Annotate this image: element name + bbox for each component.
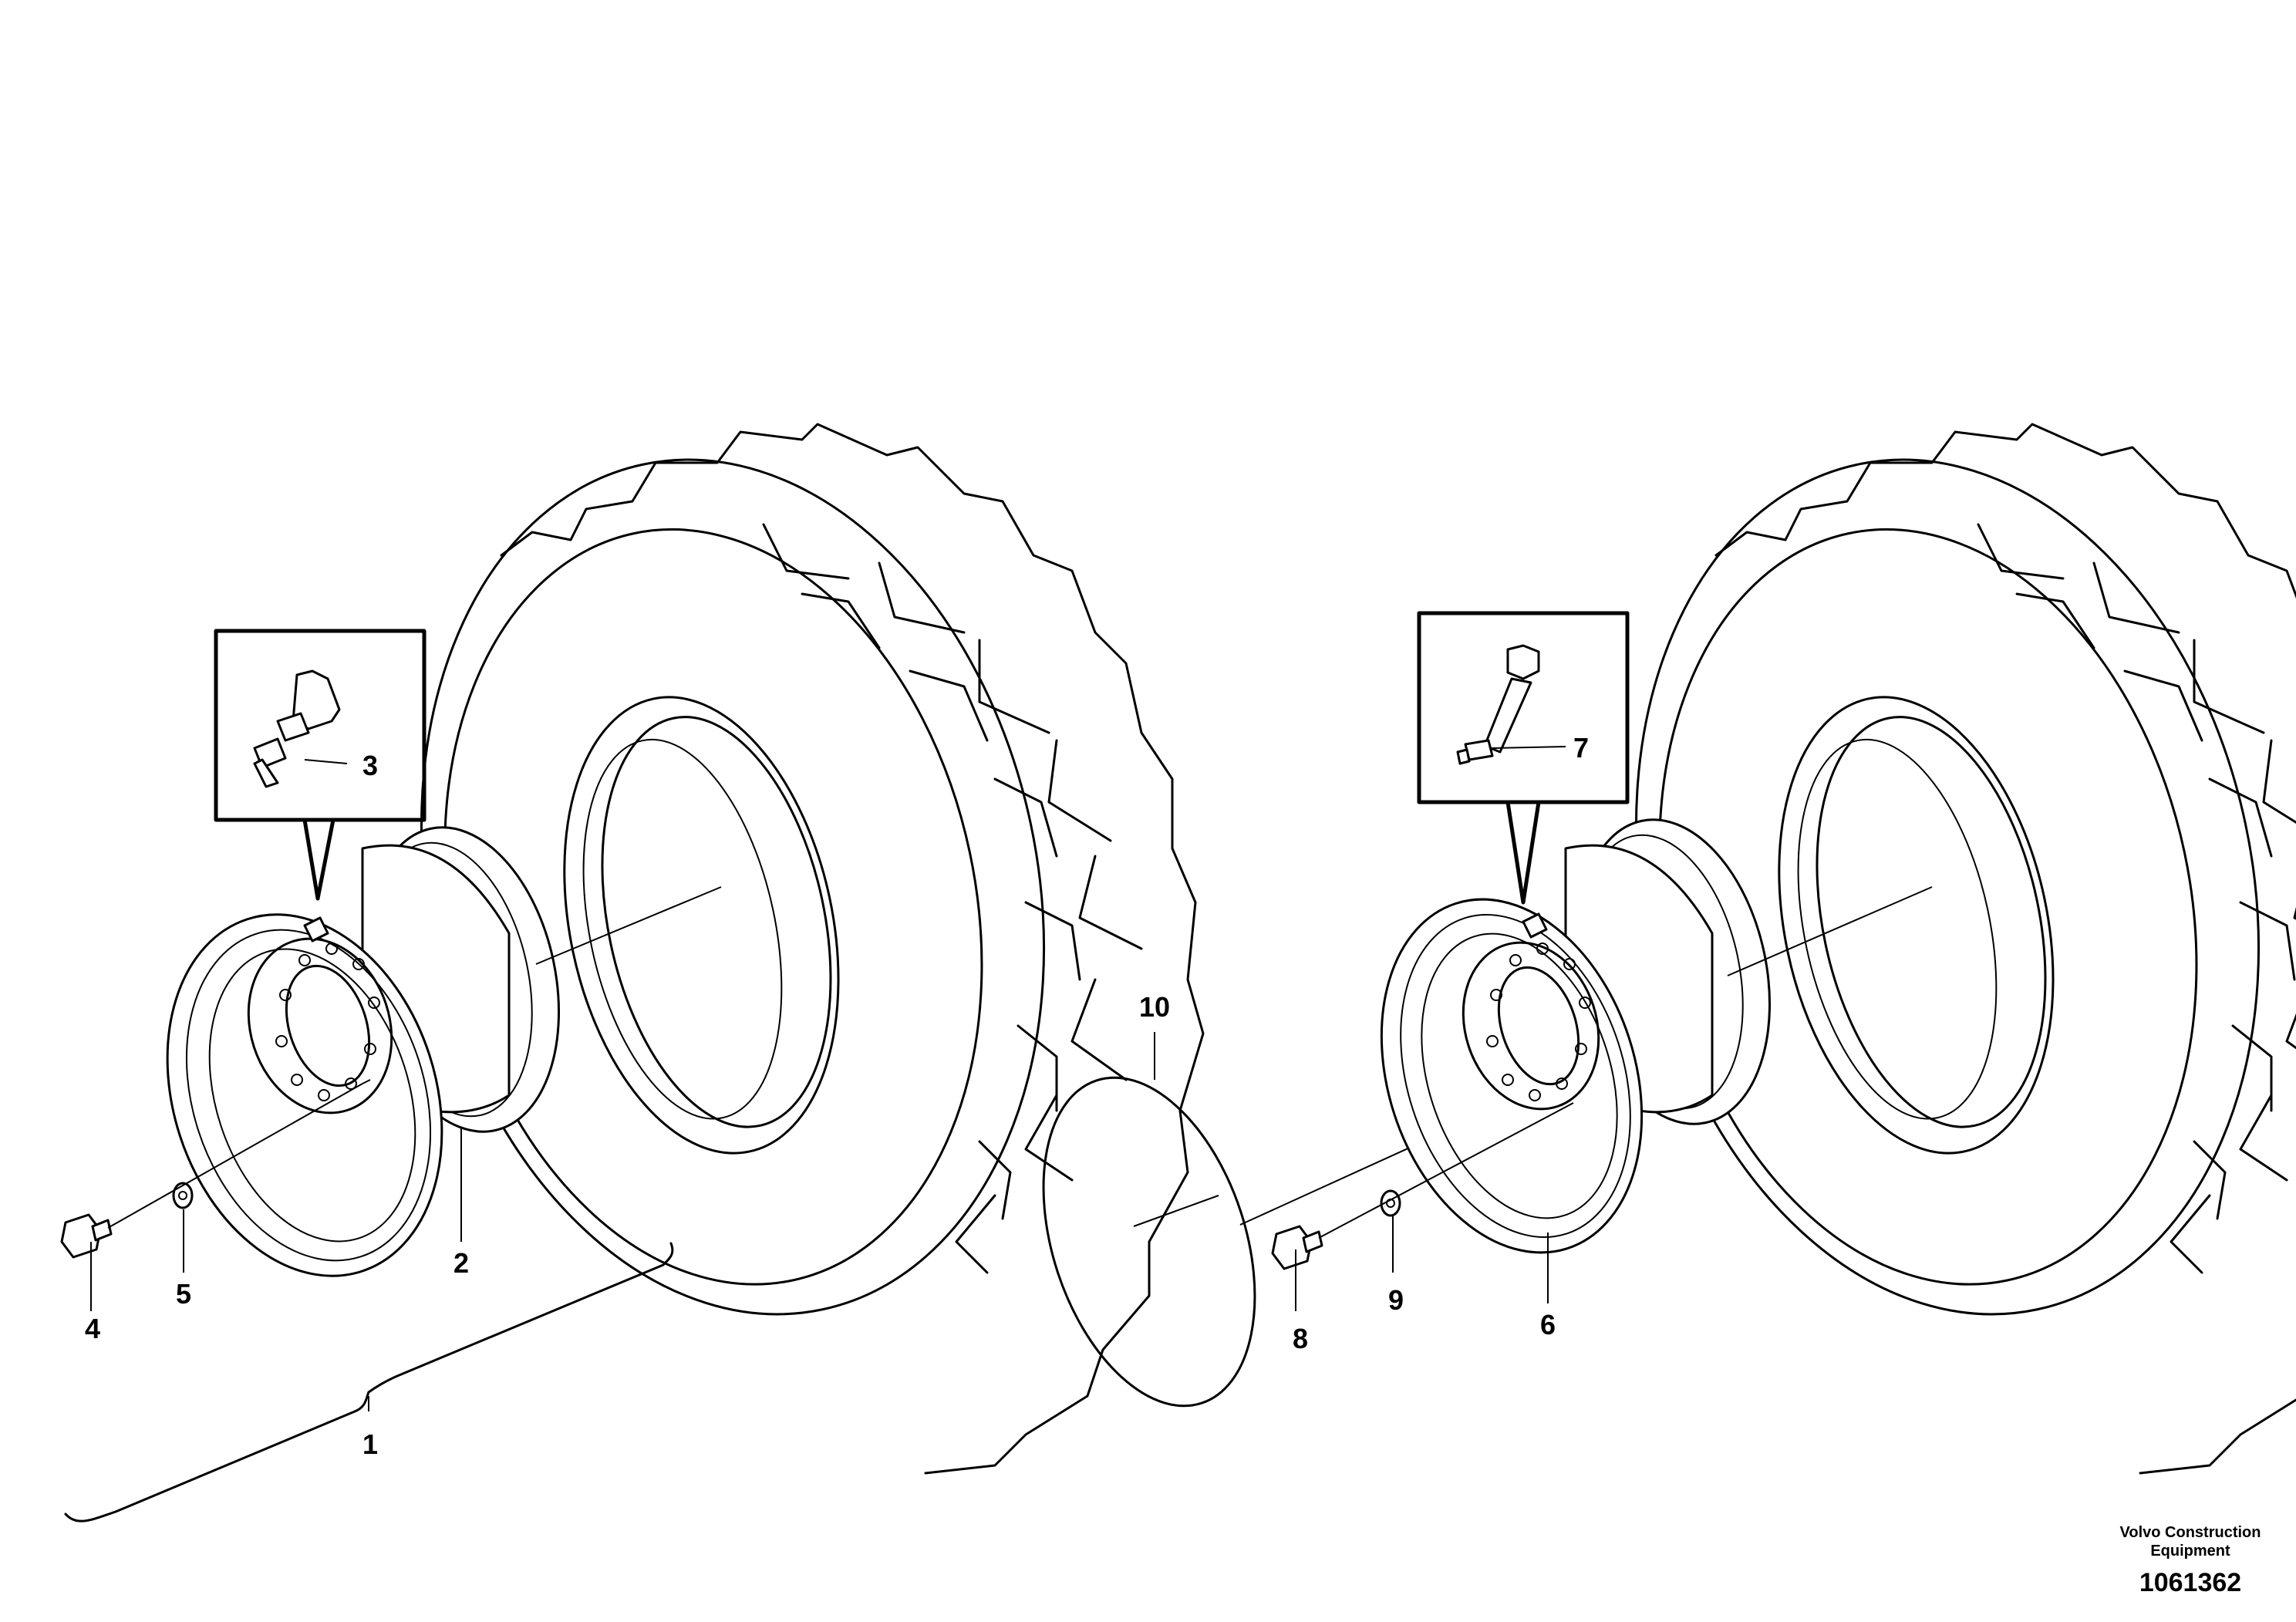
left-valve-callout-box: [214, 629, 426, 901]
left-washer-drawing: [172, 1182, 194, 1209]
right-rim-bolt-holes: [1486, 943, 1591, 1101]
assembly-bracket-line: [64, 1242, 674, 1523]
callout-1: 1: [362, 1428, 378, 1460]
right-wheel-assembly: [1271, 423, 2296, 1475]
drawing-number: 1061362: [2139, 1568, 2241, 1597]
callout-5: 5: [176, 1278, 191, 1310]
left-rim-bolt-holes: [275, 943, 380, 1101]
callout-6: 6: [1540, 1309, 1556, 1340]
callout-4: 4: [85, 1313, 100, 1344]
left-wheel-assembly: [60, 423, 1205, 1523]
right-rim-drawing: [1380, 818, 1772, 1254]
callout-10: 10: [1139, 991, 1170, 1023]
left-tire-drawing: [420, 423, 1205, 1475]
callout-9: 9: [1388, 1284, 1404, 1316]
company-name-line1: Volvo Construction: [2120, 1524, 2261, 1541]
left-wheel-bolt-drawing: [60, 1213, 113, 1259]
callout-labels: 1 2 3 4 5 6 7 8 9 10: [85, 732, 1589, 1460]
callout-7: 7: [1573, 732, 1589, 764]
tire-valve-drawing: [253, 669, 341, 788]
left-rim-drawing: [166, 826, 561, 1277]
drawing-footer: Volvo Construction Equipment 1061362: [2120, 1524, 2261, 1597]
callout-2: 2: [453, 1247, 469, 1279]
right-tire-drawing: [1634, 423, 2296, 1475]
right-valve-callout-box: [1417, 611, 1630, 905]
company-name-line2: Equipment: [2150, 1543, 2230, 1560]
callout-8: 8: [1293, 1323, 1308, 1354]
right-wheel-bolt-drawing: [1271, 1225, 1323, 1270]
callout-3: 3: [362, 750, 378, 781]
angled-tire-valve-drawing: [1456, 644, 1540, 765]
